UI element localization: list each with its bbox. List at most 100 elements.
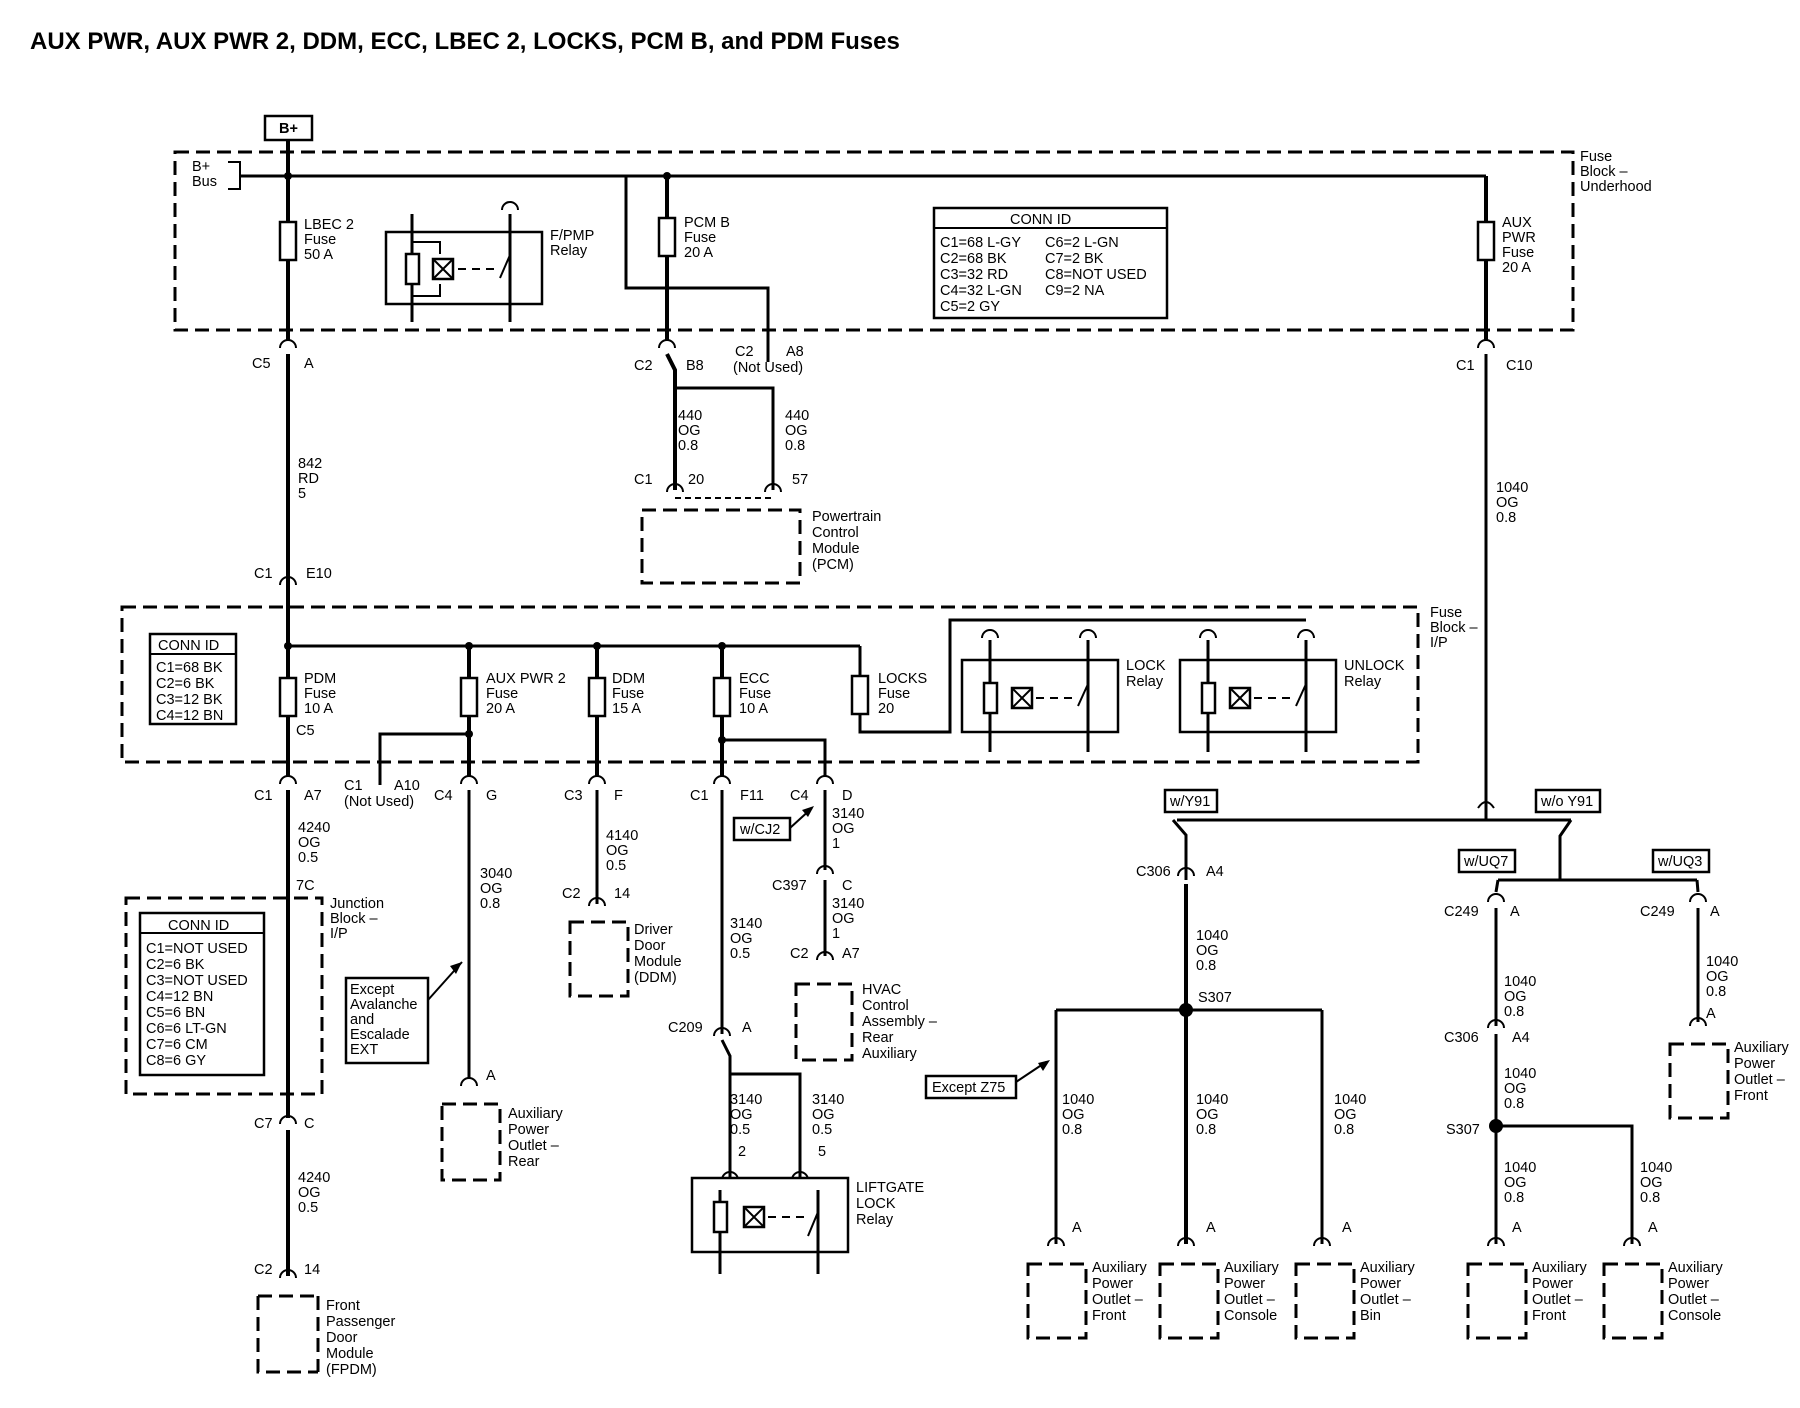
a4-pin: A4 bbox=[1206, 864, 1224, 880]
connector-ddm bbox=[588, 897, 606, 907]
ddm-module bbox=[568, 920, 630, 998]
locks-fuse-label: LOCKS Fuse 20 bbox=[878, 671, 931, 717]
connector-c249-uq3 bbox=[1689, 893, 1707, 903]
conn-id-lines-2: C6=2 L-GN C7=2 BK C8=NOT USED C9=2 NA bbox=[1045, 235, 1151, 299]
bplus-label: B+ bbox=[279, 121, 298, 137]
connector-hvac bbox=[816, 951, 834, 961]
wire-1040-b1-label: 1040 OG 0.8 bbox=[1062, 1092, 1098, 1138]
connector-c7 bbox=[279, 1115, 297, 1125]
not-used-2: (Not Used) bbox=[344, 794, 414, 810]
pin-a: A bbox=[1512, 1220, 1522, 1236]
auxpwr2-fuse-label: AUX PWR 2 Fuse 20 A bbox=[486, 671, 570, 717]
apo-front-uq7-module bbox=[1466, 1262, 1528, 1340]
wuq3-label: w/UQ3 bbox=[1657, 854, 1702, 870]
wire-crossover bbox=[1477, 801, 1495, 809]
arrow-head bbox=[1038, 1060, 1050, 1071]
conn3-lines: C1=NOT USED C2=6 BK C3=NOT USED C4=12 BN… bbox=[146, 941, 252, 1069]
s307-label: S307 bbox=[1198, 990, 1232, 1006]
wire-3140-d-label: 3140 OG 1 bbox=[832, 806, 868, 852]
wy91-wire bbox=[1171, 819, 1188, 880]
connector-pcm-20 bbox=[666, 483, 684, 493]
conn2-lines: C1=68 BK C2=6 BK C3=12 BK C4=12 BN bbox=[156, 660, 227, 724]
connector-d bbox=[816, 775, 834, 785]
c1-a10-label: C1 bbox=[344, 778, 363, 794]
c209-label: C209 bbox=[668, 1020, 703, 1036]
connector-g bbox=[460, 775, 478, 785]
fpdm-module bbox=[256, 1294, 320, 1374]
connector-c5 bbox=[279, 339, 297, 349]
conn-id-box-jb bbox=[138, 911, 266, 1077]
connector-f bbox=[588, 775, 606, 785]
junction-dot bbox=[284, 642, 292, 650]
not-used-label: (Not Used) bbox=[733, 360, 803, 376]
relay-coil-cross bbox=[432, 258, 454, 280]
relay-coil-cross bbox=[1229, 687, 1251, 709]
c397-pin: C bbox=[842, 878, 852, 894]
wy91-box bbox=[1163, 788, 1219, 814]
except-z75-label: Except Z75 bbox=[932, 1080, 1005, 1096]
arrow-head bbox=[802, 806, 814, 817]
pin-a: A bbox=[1648, 1220, 1658, 1236]
pdm-c5-label: C5 bbox=[296, 723, 315, 739]
apo-front-uq3-module bbox=[1668, 1042, 1730, 1120]
junction-dot bbox=[284, 172, 292, 180]
hvac-a7-pin: A7 bbox=[842, 946, 860, 962]
wire-842-label: 842 RD 5 bbox=[298, 456, 326, 502]
wire-4140-label: 4140 OG 0.5 bbox=[606, 828, 642, 874]
ecc-fuse-label: ECC Fuse 10 A bbox=[739, 671, 775, 717]
c1-e10-label: C1 bbox=[254, 566, 273, 582]
woy91-box bbox=[1534, 788, 1602, 814]
connector-pcm-57 bbox=[764, 483, 782, 493]
bplus-bus-bracket bbox=[228, 161, 241, 190]
connector-c306 bbox=[1177, 867, 1195, 877]
pin-a: A bbox=[1206, 1220, 1216, 1236]
wuq7-box bbox=[1457, 848, 1517, 874]
lbec2-fuse-label: LBEC 2 Fuse 50 A bbox=[304, 217, 358, 263]
relay-switch bbox=[1295, 683, 1307, 707]
apo-console-uq7-module bbox=[1602, 1262, 1664, 1340]
bplus-bus-label: B+ Bus bbox=[192, 159, 217, 190]
connector-a bbox=[1689, 1017, 1707, 1027]
wire-3140-ecc-label: 3140 OG 0.5 bbox=[730, 916, 766, 962]
conn-id-box bbox=[932, 206, 1169, 320]
relay-coil-cross bbox=[743, 1206, 765, 1228]
junction-dot bbox=[465, 730, 473, 738]
fpdm-c2-label: C2 bbox=[254, 1262, 273, 1278]
wire-3140-2 bbox=[720, 1039, 732, 1178]
connector-a bbox=[1047, 1237, 1065, 1247]
hvac-c2-label: C2 bbox=[790, 946, 809, 962]
wire-1040-uq7c-label: 1040 OG 0.8 bbox=[1504, 1160, 1540, 1206]
except-avalanche-label: Except Avalanche and Escalade EXT bbox=[350, 982, 421, 1058]
s307-b-label: S307 bbox=[1446, 1122, 1480, 1138]
pcmb-wire-a8 bbox=[624, 176, 770, 340]
auxpwr2-a10-wire bbox=[378, 732, 469, 776]
c4-g-label: C4 bbox=[434, 788, 453, 804]
except-z75-box bbox=[924, 1074, 1018, 1100]
fpdm-label: Front Passenger Door Module (FPDM) bbox=[326, 1298, 399, 1378]
apo-bin-module bbox=[1294, 1262, 1356, 1340]
pin-a: A bbox=[1510, 904, 1520, 920]
connector-c249 bbox=[1487, 893, 1505, 903]
apo-console-module bbox=[1158, 1262, 1220, 1340]
wy91-label: w/Y91 bbox=[1169, 794, 1210, 810]
relay-contact bbox=[1297, 629, 1315, 639]
hvac-label: HVAC Control Assembly – Rear Auxiliary bbox=[862, 982, 941, 1062]
liftgate-label: LIFTGATE LOCK Relay bbox=[856, 1180, 928, 1228]
ddm-c2-label: C2 bbox=[562, 886, 581, 902]
apo-rear-label: Auxiliary Power Outlet – Rear bbox=[508, 1106, 567, 1170]
wire-3140-5 bbox=[730, 1072, 802, 1178]
wire-3040-label: 3040 OG 0.8 bbox=[480, 866, 516, 912]
c2-a8-label: C2 bbox=[735, 344, 754, 360]
except-avalanche-box bbox=[344, 976, 430, 1065]
a8-pin: A8 bbox=[786, 344, 804, 360]
fb-underhood-label: Fuse Block – Underhood bbox=[1580, 149, 1652, 195]
apo-rear-module bbox=[440, 1102, 502, 1182]
connector-c306-b bbox=[1487, 1019, 1505, 1029]
apo-front-uq7-label: Auxiliary Power Outlet – Front bbox=[1532, 1260, 1591, 1324]
connector-a bbox=[1313, 1237, 1331, 1247]
wire-1040-c306-label: 1040 OG 0.8 bbox=[1196, 928, 1232, 974]
relay-switch bbox=[499, 254, 511, 279]
wuq3-box bbox=[1651, 848, 1711, 874]
relay-contact bbox=[1199, 629, 1217, 639]
